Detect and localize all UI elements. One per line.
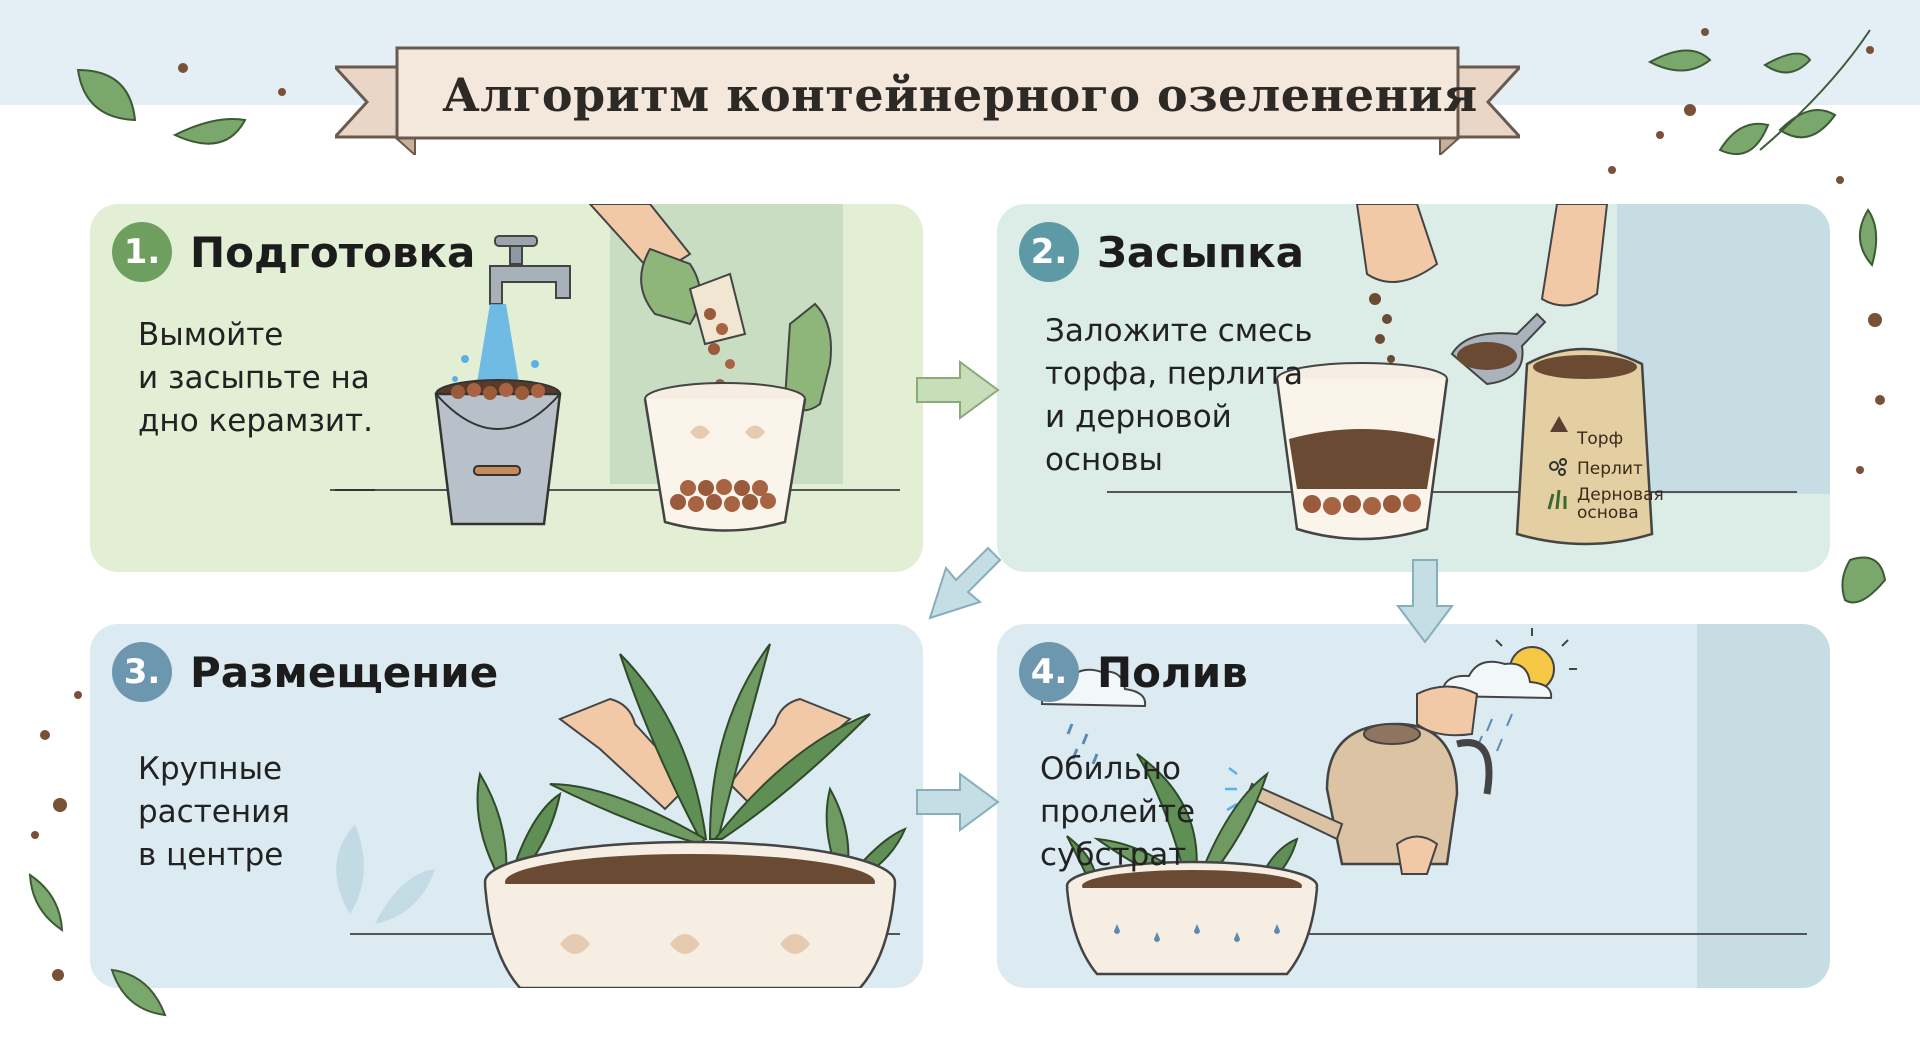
bucket-icon bbox=[434, 379, 562, 526]
step-1-title: Подготовка bbox=[190, 227, 476, 277]
trowel-icon bbox=[1450, 204, 1609, 386]
step-2-header: 2. Засыпка bbox=[1019, 222, 1304, 282]
step-2-title: Засыпка bbox=[1097, 227, 1304, 277]
pot-with-drainage-icon bbox=[643, 382, 807, 532]
pot-with-soil-icon bbox=[1275, 362, 1449, 541]
step-3-title: Размещение bbox=[190, 647, 499, 697]
sun-cloud-icon bbox=[1440, 628, 1577, 752]
decor-leaves-icon bbox=[336, 824, 435, 924]
gloved-hands-icon bbox=[588, 204, 832, 412]
soil-sack-icon bbox=[1515, 347, 1654, 546]
step-4-illustration bbox=[1040, 624, 1830, 988]
large-plant-icon bbox=[549, 643, 871, 846]
step-4-header: 4. Полив bbox=[1019, 642, 1248, 702]
step-card-1: 1. Подготовка Вымойте и засыпьте на дно … bbox=[90, 204, 923, 572]
step-3-illustration bbox=[336, 643, 907, 988]
step-card-2: 2. Засыпка Заложите смесь торфа, перлита… bbox=[997, 204, 1830, 572]
watered-bowl-icon bbox=[1065, 860, 1319, 976]
step-3-header: 3. Размещение bbox=[112, 642, 498, 702]
faucet-icon bbox=[489, 235, 571, 305]
sack-label-sod-1: Дерновая bbox=[1577, 485, 1664, 505]
step-3-number: 3. bbox=[112, 642, 172, 702]
water-stream-icon bbox=[452, 304, 539, 389]
step-card-3: 3. Размещение Крупные растения в центре bbox=[90, 624, 923, 988]
watering-hands-icon bbox=[1395, 685, 1479, 875]
step-1-number: 1. bbox=[112, 222, 172, 282]
sack-label-sod-2: основа bbox=[1577, 503, 1639, 523]
step-1-header: 1. Подготовка bbox=[112, 222, 475, 282]
step-3-description: Крупные растения в центре bbox=[138, 751, 290, 873]
page-title: Алгоритм контейнерного озеленения bbox=[442, 68, 1478, 122]
arrow-2-to-3-icon bbox=[928, 546, 1002, 620]
large-bowl-icon bbox=[483, 840, 897, 988]
step-1-description: Вымойте и засыпьте на дно керамзит. bbox=[138, 317, 373, 439]
step-4-description: Обильно пролейте субстрат bbox=[1040, 751, 1196, 873]
step-4-number: 4. bbox=[1019, 642, 1079, 702]
step-2-illustration bbox=[1107, 204, 1830, 546]
arrow-3-to-4-icon bbox=[916, 772, 1000, 832]
hand-with-soil-icon bbox=[1355, 204, 1439, 363]
step-4-title: Полив bbox=[1097, 647, 1248, 697]
clay-pebbles-falling-icon bbox=[704, 308, 735, 389]
sack-label-perlite: Перлит bbox=[1577, 459, 1643, 479]
title-banner bbox=[335, 46, 1520, 155]
watering-can-icon bbox=[1225, 722, 1493, 866]
step-2-number: 2. bbox=[1019, 222, 1079, 282]
step-2-description: Заложите смесь торфа, перлита и дерновой… bbox=[1045, 313, 1313, 478]
step-card-4: 4. Полив Обильно пролейте субстрат bbox=[997, 624, 1830, 988]
sack-label-peat: Торф bbox=[1577, 429, 1624, 449]
step-1-illustration bbox=[330, 204, 900, 532]
arrow-1-to-2-icon bbox=[916, 360, 1000, 420]
